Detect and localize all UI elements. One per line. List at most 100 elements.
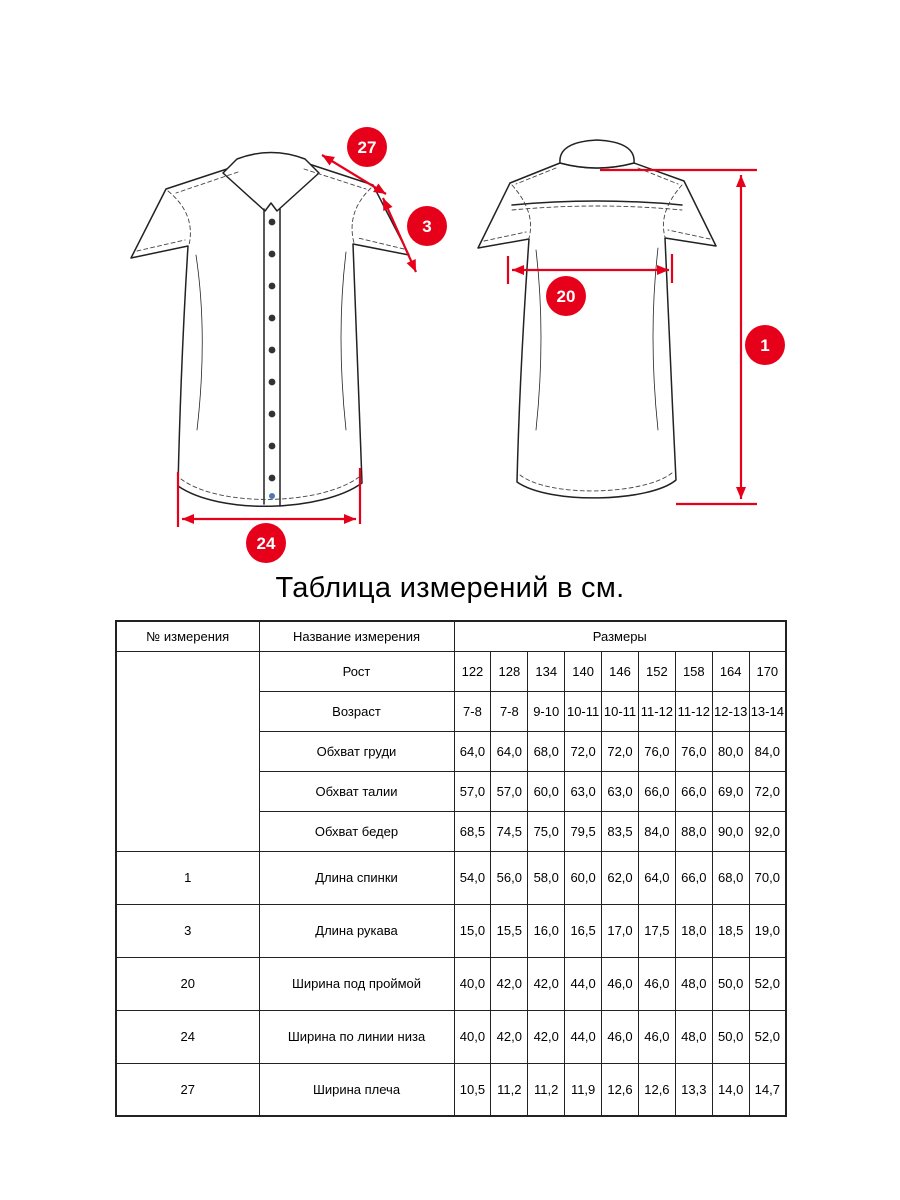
size-value: 40,0 [453, 956, 492, 1011]
size-value: 18,5 [711, 903, 750, 958]
size-value: 60,0 [527, 770, 566, 812]
measure-name: Обхват талии [258, 770, 455, 812]
measure-number: 24 [115, 1009, 260, 1064]
size-value: 88,0 [674, 810, 713, 852]
size-value: 68,0 [711, 850, 750, 905]
size-value: 64,0 [490, 730, 529, 772]
size-value: 46,0 [637, 1009, 676, 1064]
hem-detail [269, 493, 275, 499]
size-value: 11,9 [564, 1062, 603, 1117]
size-value: 69,0 [711, 770, 750, 812]
size-value: 84,0 [748, 730, 787, 772]
size-value: 48,0 [674, 956, 713, 1011]
size-value: 75,0 [527, 810, 566, 852]
size-value: 68,0 [527, 730, 566, 772]
size-value: 170 [748, 650, 787, 692]
size-value: 66,0 [674, 850, 713, 905]
measure-number: 1 [115, 850, 260, 905]
size-value: 63,0 [601, 770, 639, 812]
marker-badges: 27 3 24 20 1 [246, 127, 785, 563]
size-value: 16,0 [527, 903, 566, 958]
size-value: 18,0 [674, 903, 713, 958]
marker-sleeve-label: 3 [422, 217, 431, 236]
size-value: 122 [453, 650, 492, 692]
size-value: 42,0 [527, 956, 566, 1011]
size-value: 58,0 [527, 850, 566, 905]
size-value: 76,0 [674, 730, 713, 772]
size-value: 12,6 [601, 1062, 639, 1117]
size-value: 7-8 [490, 690, 529, 732]
size-value: 66,0 [637, 770, 676, 812]
size-value: 11,2 [490, 1062, 529, 1117]
size-value: 128 [490, 650, 529, 692]
size-value: 42,0 [527, 1009, 566, 1064]
size-value: 17,0 [601, 903, 639, 958]
size-value: 19,0 [748, 903, 787, 958]
size-value: 42,0 [490, 1009, 529, 1064]
size-value: 76,0 [637, 730, 676, 772]
size-value: 42,0 [490, 956, 529, 1011]
marker-shoulder-badge [347, 127, 387, 167]
size-value: 40,0 [453, 1009, 492, 1064]
size-value: 50,0 [711, 956, 750, 1011]
size-value: 140 [564, 650, 603, 692]
size-value: 48,0 [674, 1009, 713, 1064]
marker-bottom-badge [246, 523, 286, 563]
size-value: 10-11 [564, 690, 603, 732]
size-value: 57,0 [453, 770, 492, 812]
size-value: 92,0 [748, 810, 787, 852]
page-title: Таблица измерений в см. [275, 572, 625, 604]
dimension-arrowheads [182, 155, 746, 524]
size-value: 134 [527, 650, 566, 692]
shirt-front-drawing [130, 151, 410, 508]
marker-sleeve-badge [407, 206, 447, 246]
size-value: 64,0 [453, 730, 492, 772]
measure-name: Возраст [258, 690, 455, 732]
size-value: 44,0 [564, 956, 603, 1011]
size-value: 66,0 [674, 770, 713, 812]
size-value: 16,5 [564, 903, 603, 958]
dimension-lines [176, 154, 757, 527]
size-value: 46,0 [601, 956, 639, 1011]
header-name-col: Название измерения [258, 620, 455, 652]
number-col-empty [115, 650, 260, 852]
measure-name: Рост [258, 650, 455, 692]
size-value: 68,5 [453, 810, 492, 852]
size-value: 7-8 [453, 690, 492, 732]
size-value: 10,5 [453, 1062, 492, 1117]
size-value: 15,5 [490, 903, 529, 958]
button-row [268, 218, 276, 482]
size-value: 12-13 [711, 690, 750, 732]
size-value: 64,0 [637, 850, 676, 905]
size-value: 17,5 [637, 903, 676, 958]
size-value: 146 [601, 650, 639, 692]
measure-number: 3 [115, 903, 260, 958]
size-value: 84,0 [637, 810, 676, 852]
size-value: 72,0 [748, 770, 787, 812]
size-value: 74,5 [490, 810, 529, 852]
size-value: 152 [637, 650, 676, 692]
size-value: 13-14 [748, 690, 787, 732]
size-value: 11-12 [674, 690, 713, 732]
size-value: 72,0 [601, 730, 639, 772]
measure-name: Обхват груди [258, 730, 455, 772]
measurement-diagram: 27 3 24 20 1 [130, 127, 785, 563]
size-value: 52,0 [748, 956, 787, 1011]
measure-name: Длина спинки [258, 850, 455, 905]
header-sizes: Размеры [453, 620, 787, 652]
size-value: 14,7 [748, 1062, 787, 1117]
marker-back-length-badge [745, 325, 785, 365]
size-value: 12,6 [637, 1062, 676, 1117]
measure-name: Ширина плеча [258, 1062, 455, 1117]
marker-back-length-label: 1 [760, 336, 769, 355]
marker-chest-label: 20 [557, 287, 576, 306]
size-value: 60,0 [564, 850, 603, 905]
